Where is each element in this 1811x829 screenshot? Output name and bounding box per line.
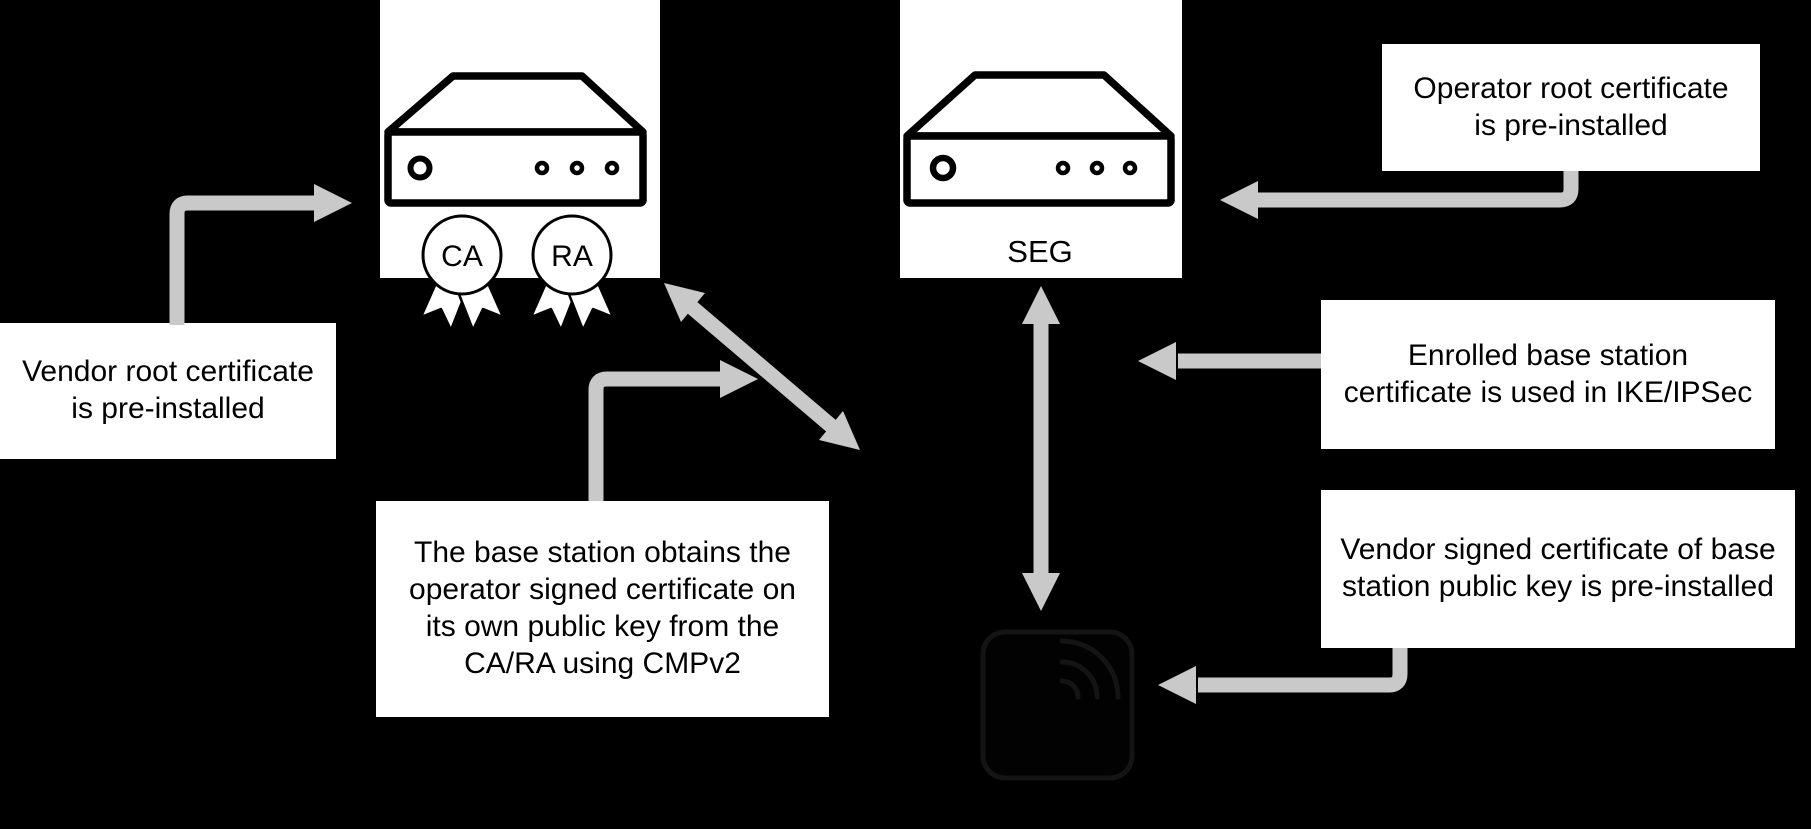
diagonal-arrowhead-upleft xyxy=(664,283,705,322)
cmpv2-arrowhead xyxy=(720,360,758,398)
vendor-signed-arrowhead xyxy=(1158,666,1196,704)
ca-ra-basestation-arrow xyxy=(683,298,841,436)
seg-node-box xyxy=(900,0,1182,278)
diagonal-arrowhead-downright xyxy=(819,411,860,450)
enrolled-note-text: Enrolled base station certificate is use… xyxy=(1343,338,1753,409)
vendor-root-note: Vendor root certificate is pre-installed xyxy=(0,323,336,459)
ca-ra-node-box xyxy=(380,0,660,278)
vendor-root-arrowhead xyxy=(314,184,352,222)
operator-root-note-text: Operator root certificate is pre-install… xyxy=(1413,71,1729,142)
seg-basestation-arrowhead-down xyxy=(1022,573,1060,611)
cmpv2-arrow xyxy=(588,371,720,501)
operator-root-arrowhead xyxy=(1220,181,1258,219)
vendor-root-note-text: Vendor root certificate is pre-installed xyxy=(22,355,314,425)
wireless-signal-icon xyxy=(1059,638,1121,700)
cmpv2-note: The base station obtains the operator si… xyxy=(376,501,829,717)
cmpv2-note-text: The base station obtains the operator si… xyxy=(409,536,796,680)
vendor-root-arrow xyxy=(169,195,314,325)
operator-root-note: Operator root certificate is pre-install… xyxy=(1382,44,1760,171)
seg-basestation-arrowhead-up xyxy=(1022,286,1060,324)
vendor-signed-note: Vendor signed certificate of base statio… xyxy=(1321,490,1795,648)
vendor-signed-note-text: Vendor signed certificate of base statio… xyxy=(1340,533,1776,603)
enrolled-note: Enrolled base station certificate is use… xyxy=(1321,300,1775,449)
operator-root-arrow xyxy=(1258,171,1579,208)
vendor-signed-arrow xyxy=(1198,648,1408,693)
base-station-icon xyxy=(980,629,1135,781)
enrolled-arrowhead xyxy=(1138,342,1176,380)
